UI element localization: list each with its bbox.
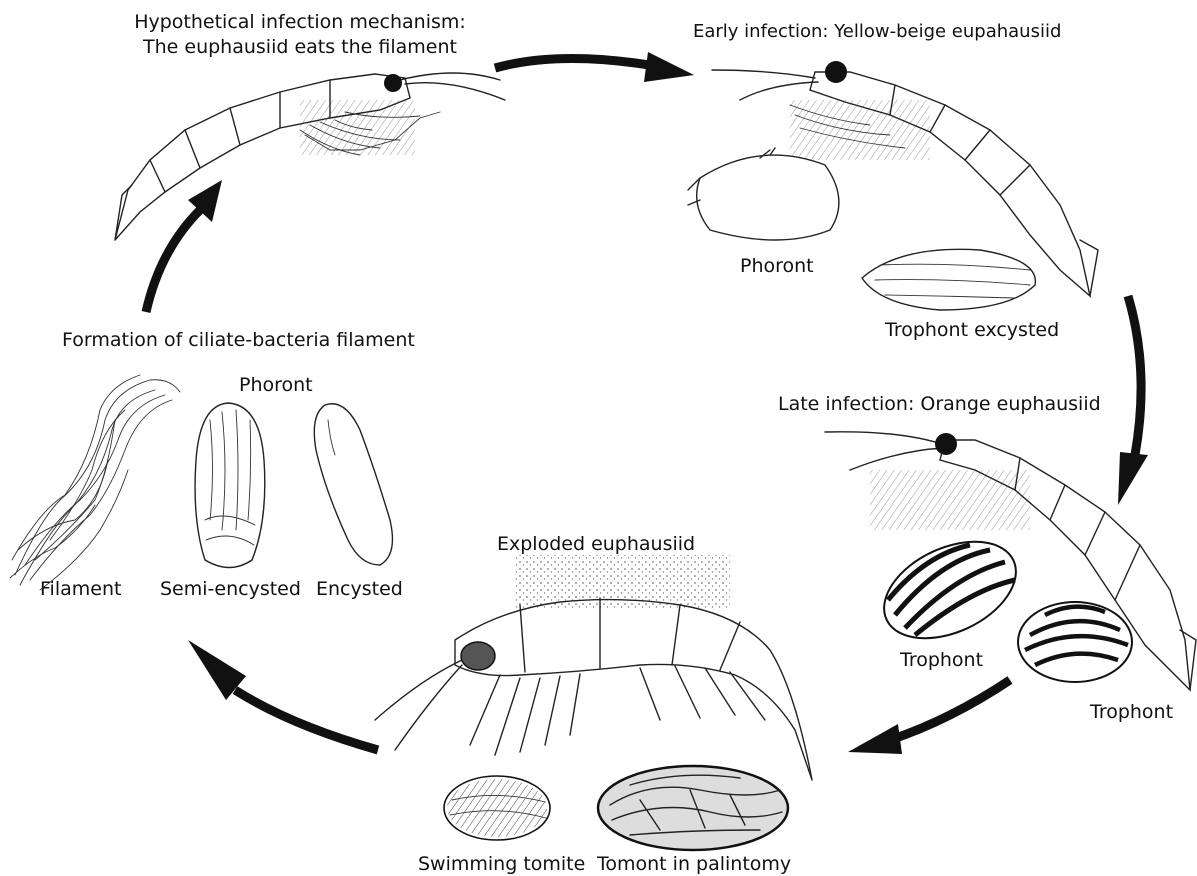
encysted-cell	[314, 404, 392, 565]
arrow-left	[146, 180, 222, 312]
trophont-cell-1	[869, 522, 1031, 657]
swimming-tomite-label: Swimming tomite	[418, 852, 585, 876]
swimming-tomite-cell	[444, 776, 550, 840]
trophont-excysted-cell	[862, 249, 1035, 310]
semi-encysted-cell	[195, 403, 265, 568]
early-infection-label: Early infection: Yellow-beige eupahausii…	[693, 20, 1061, 44]
phoront-group-label: Phoront	[239, 373, 313, 397]
phoront-top-label: Phoront	[740, 254, 814, 278]
filament-label: Filament	[40, 577, 121, 601]
formation-label: Formation of ciliate-bacteria filament	[62, 328, 415, 352]
filament-drawing	[10, 375, 180, 590]
late-infection-label: Late infection: Orange euphausiid	[778, 392, 1101, 416]
exploded-euphausiid-label: Exploded euphausiid	[497, 532, 695, 556]
arrow-top	[495, 52, 694, 82]
arrow-right	[1118, 296, 1148, 505]
semi-encysted-label: Semi-encysted	[160, 577, 301, 601]
hypothetical-title: Hypothetical infection mechanism:	[130, 10, 470, 34]
hypothetical-subtitle: The euphausiid eats the filament	[130, 35, 470, 59]
exploded-euphausiid	[375, 555, 812, 780]
arrow-bottom-right	[848, 680, 1010, 754]
trophont-excysted-label: Trophont excysted	[885, 318, 1059, 342]
trophont-label-2: Trophont	[1090, 700, 1173, 724]
encysted-label: Encysted	[316, 577, 403, 601]
tomont-palintomy-label: Tomont in palintomy	[597, 852, 791, 876]
trophont-cell-2	[1018, 602, 1132, 682]
arrow-bottom-left	[188, 640, 378, 750]
euphausiid-top-left	[115, 73, 505, 240]
phoront-cell-top	[688, 148, 839, 240]
tomont-palintomy-cell	[598, 766, 788, 850]
trophont-label-1: Trophont	[900, 648, 983, 672]
